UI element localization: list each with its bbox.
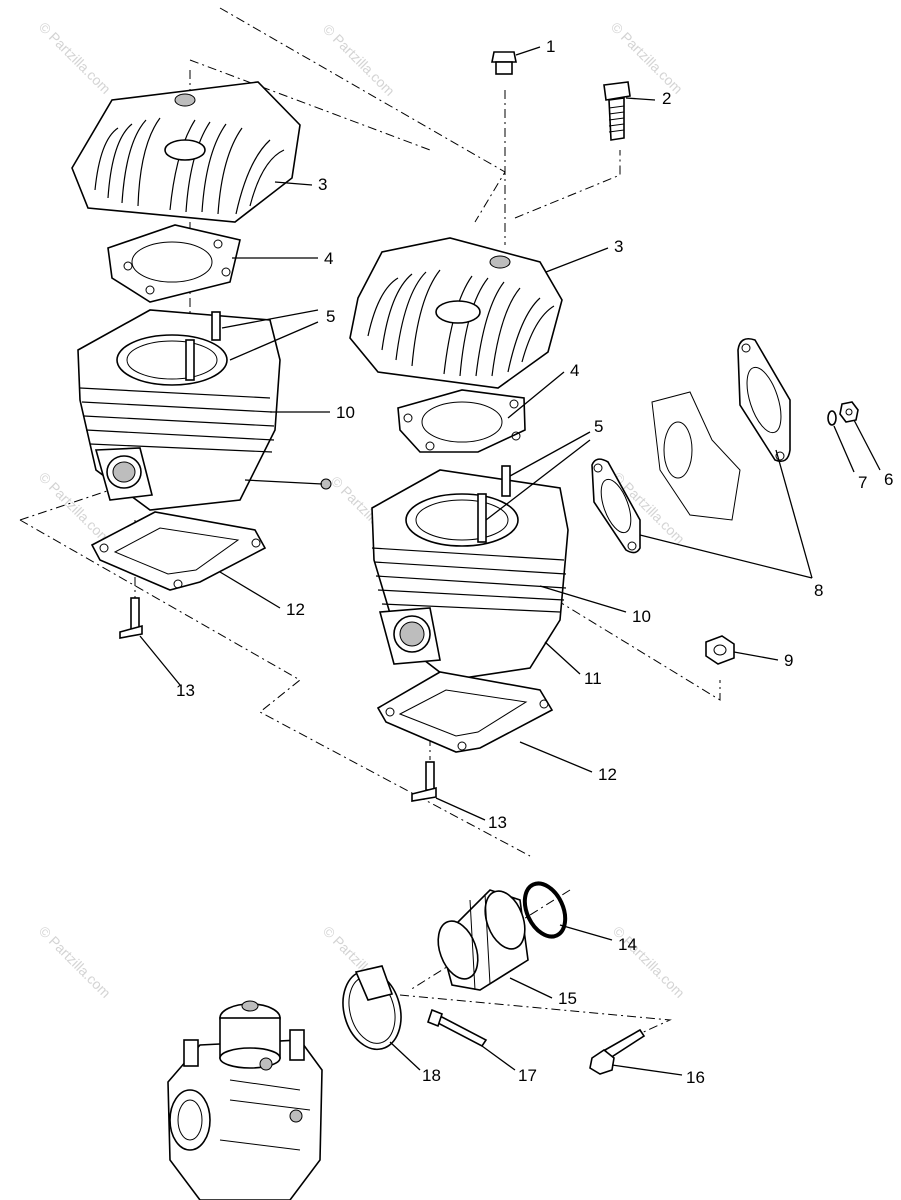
fitting-right bbox=[411, 761, 437, 802]
callout-4-left: 4 bbox=[324, 249, 333, 268]
callout-5-right: 5 bbox=[594, 417, 603, 436]
leader-lines bbox=[139, 46, 881, 1076]
bolt-1 bbox=[491, 51, 517, 75]
callout-6: 6 bbox=[884, 470, 893, 489]
callout-12-left: 12 bbox=[286, 600, 305, 619]
screw-17 bbox=[427, 1008, 488, 1048]
head-gasket-right bbox=[397, 389, 526, 453]
bolt-2 bbox=[603, 81, 631, 141]
callout-14: 14 bbox=[618, 935, 637, 954]
cylinder-left bbox=[77, 309, 332, 511]
nut-6 bbox=[839, 401, 859, 423]
watermark-1: © Partzilla.com bbox=[36, 19, 114, 97]
callout-3-left: 3 bbox=[318, 175, 327, 194]
callout-18: 18 bbox=[422, 1066, 441, 1085]
callout-3-right: 3 bbox=[614, 237, 623, 256]
intake-boot-15 bbox=[437, 889, 529, 991]
base-gasket-right bbox=[376, 671, 554, 753]
head-gasket-left bbox=[107, 224, 241, 303]
callout-2: 2 bbox=[662, 89, 671, 108]
callout-8: 8 bbox=[814, 581, 823, 600]
clamp-18 bbox=[342, 965, 402, 1051]
callout-7: 7 bbox=[858, 473, 867, 492]
callout-17: 17 bbox=[518, 1066, 537, 1085]
callout-13-left: 13 bbox=[176, 681, 195, 700]
carburetor bbox=[167, 1000, 323, 1200]
callout-10-left: 10 bbox=[336, 403, 355, 422]
callout-numbers: 1 2 3 3 4 4 5 5 6 7 8 9 10 10 11 12 12 1… bbox=[176, 37, 893, 1087]
intake-adapter bbox=[651, 391, 741, 521]
watermark-4: © Partzilla.com bbox=[36, 469, 114, 547]
o-ring-14 bbox=[522, 881, 568, 939]
intake-gasket-large bbox=[737, 337, 791, 463]
washer-7 bbox=[827, 410, 837, 426]
base-gasket-left bbox=[90, 511, 267, 591]
cylinder-head-left bbox=[71, 81, 301, 223]
intake-gasket-small bbox=[591, 458, 641, 554]
callout-4-right: 4 bbox=[570, 361, 579, 380]
callout-10-right: 10 bbox=[632, 607, 651, 626]
nut-9 bbox=[705, 635, 735, 665]
bolt-16 bbox=[589, 1028, 646, 1075]
callout-12-right: 12 bbox=[598, 765, 617, 784]
watermark-7: © Partzilla.com bbox=[36, 923, 114, 1001]
fitting-left bbox=[119, 597, 143, 639]
callout-5-left: 5 bbox=[326, 307, 335, 326]
callout-16: 16 bbox=[686, 1068, 705, 1087]
callout-13-right: 13 bbox=[488, 813, 507, 832]
callout-11: 11 bbox=[584, 669, 602, 688]
callout-1: 1 bbox=[546, 37, 555, 56]
watermark-2: © Partzilla.com bbox=[320, 21, 398, 99]
callout-9: 9 bbox=[784, 651, 793, 670]
cylinder-right bbox=[371, 465, 569, 681]
callout-15: 15 bbox=[558, 989, 577, 1008]
cylinder-head-right bbox=[349, 237, 563, 389]
